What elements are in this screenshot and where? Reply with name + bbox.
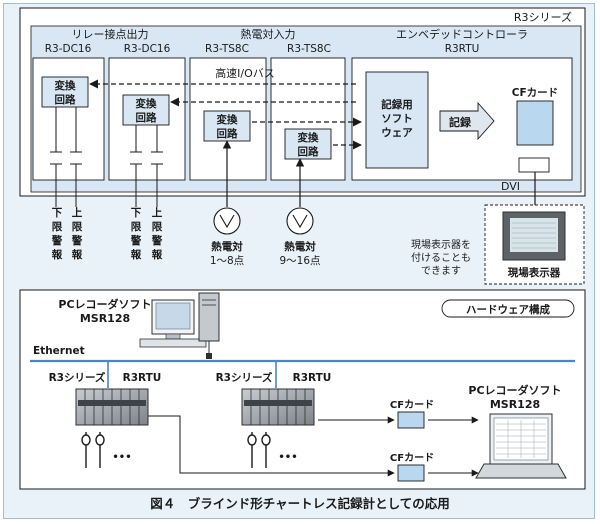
alarm-high-1-d: 報 — [72, 248, 83, 261]
alarm-low-2-a: 下 — [131, 207, 142, 219]
sensor-dots-1: ••• — [112, 452, 131, 463]
alarm-low-1-d: 報 — [52, 248, 63, 261]
ethernet-label: Ethernet — [33, 345, 85, 357]
tc1-label-a: 熱電対 — [211, 240, 243, 253]
cf-card-label-1: CFカード — [390, 399, 434, 411]
ethernet-drops — [107, 361, 277, 388]
alarm-high-1-b: 限 — [72, 221, 83, 233]
alarm-low-1-a: 下 — [52, 207, 63, 219]
conv-text-b: 回路 — [136, 111, 157, 124]
tc-model-1: R3-TS8C — [205, 43, 249, 55]
alarm-low-2-b: 限 — [131, 221, 142, 233]
alarm-high-2-b: 限 — [152, 221, 163, 233]
controller-model: R3RTU — [445, 43, 480, 55]
software-block: 記録用 ソフト ウェア — [365, 71, 429, 169]
thermocouple-wiring — [222, 140, 536, 209]
alarm-high-1-a: 上 — [72, 206, 83, 219]
conversion-block-relay-2: 変換 回路 — [122, 94, 170, 126]
record-label: 記録 — [449, 115, 472, 129]
sensor-probes-1 — [81, 432, 105, 468]
desktop-pc-icon — [139, 292, 220, 359]
relay-model-2: R3-DC16 — [124, 43, 171, 55]
conv-text-b: 回路 — [55, 93, 76, 106]
conv-text-a: 変換 — [55, 79, 76, 92]
software-text-1: 記録用 — [381, 98, 413, 111]
software-text-2: ソフト — [381, 113, 413, 125]
dvi-label: DVI — [501, 180, 520, 193]
figure-caption: 図４ ブラインド形チャートレス記録計としての応用 — [150, 496, 450, 511]
alarm-low-2-d: 報 — [131, 248, 142, 261]
conversion-block-relay-1: 変換 回路 — [41, 76, 89, 108]
r3-unit-2 — [241, 388, 315, 426]
laptop-pc-icon — [475, 413, 567, 479]
relay-header: リレー接点出力 — [72, 27, 149, 41]
tc2-label-b: 9〜16点 — [279, 255, 320, 267]
cf-card-1 — [397, 411, 425, 429]
conv-text-a: 変換 — [136, 97, 157, 110]
alarm-low-2-c: 警 — [130, 234, 142, 247]
pc-software-model: MSR128 — [80, 312, 130, 325]
relay-model-1: R3-DC16 — [45, 43, 92, 55]
conversion-block-tc-2: 変換 回路 — [284, 128, 332, 160]
sensor-probes-2 — [247, 432, 271, 468]
pc-software-right-name: PCレコーダソフト — [468, 383, 561, 397]
thermocouple-symbol-1 — [213, 207, 241, 235]
alarm-low-1-c: 警 — [51, 234, 63, 247]
alarm-high-2-d: 報 — [152, 248, 163, 261]
pc-software-right-model: MSR128 — [490, 398, 540, 411]
thermocouple-symbol-2 — [286, 207, 314, 235]
cf-card-label: CFカード — [512, 87, 558, 99]
unit-1-series: R3シリーズ — [49, 371, 106, 384]
relay-contacts — [50, 107, 163, 207]
dvi-port — [518, 157, 550, 173]
cf-transfer-arrows — [148, 415, 479, 477]
unit-2-rtu: R3RTU — [293, 372, 332, 384]
series-label: R3シリーズ — [514, 10, 572, 24]
hardware-badge — [441, 299, 575, 318]
field-display-icon — [502, 211, 566, 261]
unit-2-series: R3シリーズ — [216, 371, 273, 384]
unit-1-rtu: R3RTU — [123, 372, 162, 384]
alarm-high-2-a: 上 — [152, 206, 163, 219]
conv-text-b: 回路 — [217, 127, 238, 140]
conv-text-b: 回路 — [298, 145, 319, 158]
conv-text-a: 変換 — [217, 113, 238, 126]
tc1-label-b: 1〜8点 — [210, 255, 244, 267]
display-label: 現場表示器 — [508, 266, 561, 279]
tc-model-2: R3-TS8C — [287, 43, 331, 55]
cf-card-icon — [516, 100, 554, 146]
alarm-labels: 下 限 警 報 上 限 警 報 下 限 警 報 上 限 警 報 — [51, 206, 163, 261]
bus-connections — [89, 79, 362, 150]
relay-module-1 — [32, 57, 105, 181]
r3-unit-1 — [75, 388, 149, 426]
software-text-3: ウェア — [381, 127, 413, 139]
conv-text-a: 変換 — [298, 131, 319, 144]
cf-card-2 — [397, 464, 425, 482]
sensor-dots-2: ••• — [278, 452, 297, 463]
display-note-1: 現場表示器を — [411, 238, 471, 251]
cf-card-label-2: CFカード — [390, 452, 434, 464]
alarm-high-1-c: 警 — [71, 234, 83, 247]
controller-header: エンベデッドコントローラ — [396, 27, 528, 41]
hardware-badge-text: ハードウェア構成 — [466, 303, 550, 316]
display-note-2: 付けることも — [411, 251, 471, 264]
tc-header: 熱電対入力 — [241, 27, 296, 41]
alarm-high-2-c: 警 — [151, 234, 163, 247]
tc2-label-a: 熱電対 — [284, 240, 316, 253]
display-note-3: できます — [421, 265, 461, 277]
bus-label: 高速I/Oバス — [215, 66, 275, 80]
record-arrow: 記録 — [439, 101, 495, 141]
tc-module-2 — [270, 57, 346, 181]
pc-software-name: PCレコーダソフト — [58, 297, 151, 311]
alarm-low-1-b: 限 — [52, 221, 63, 233]
conversion-block-tc-1: 変換 回路 — [203, 110, 251, 142]
